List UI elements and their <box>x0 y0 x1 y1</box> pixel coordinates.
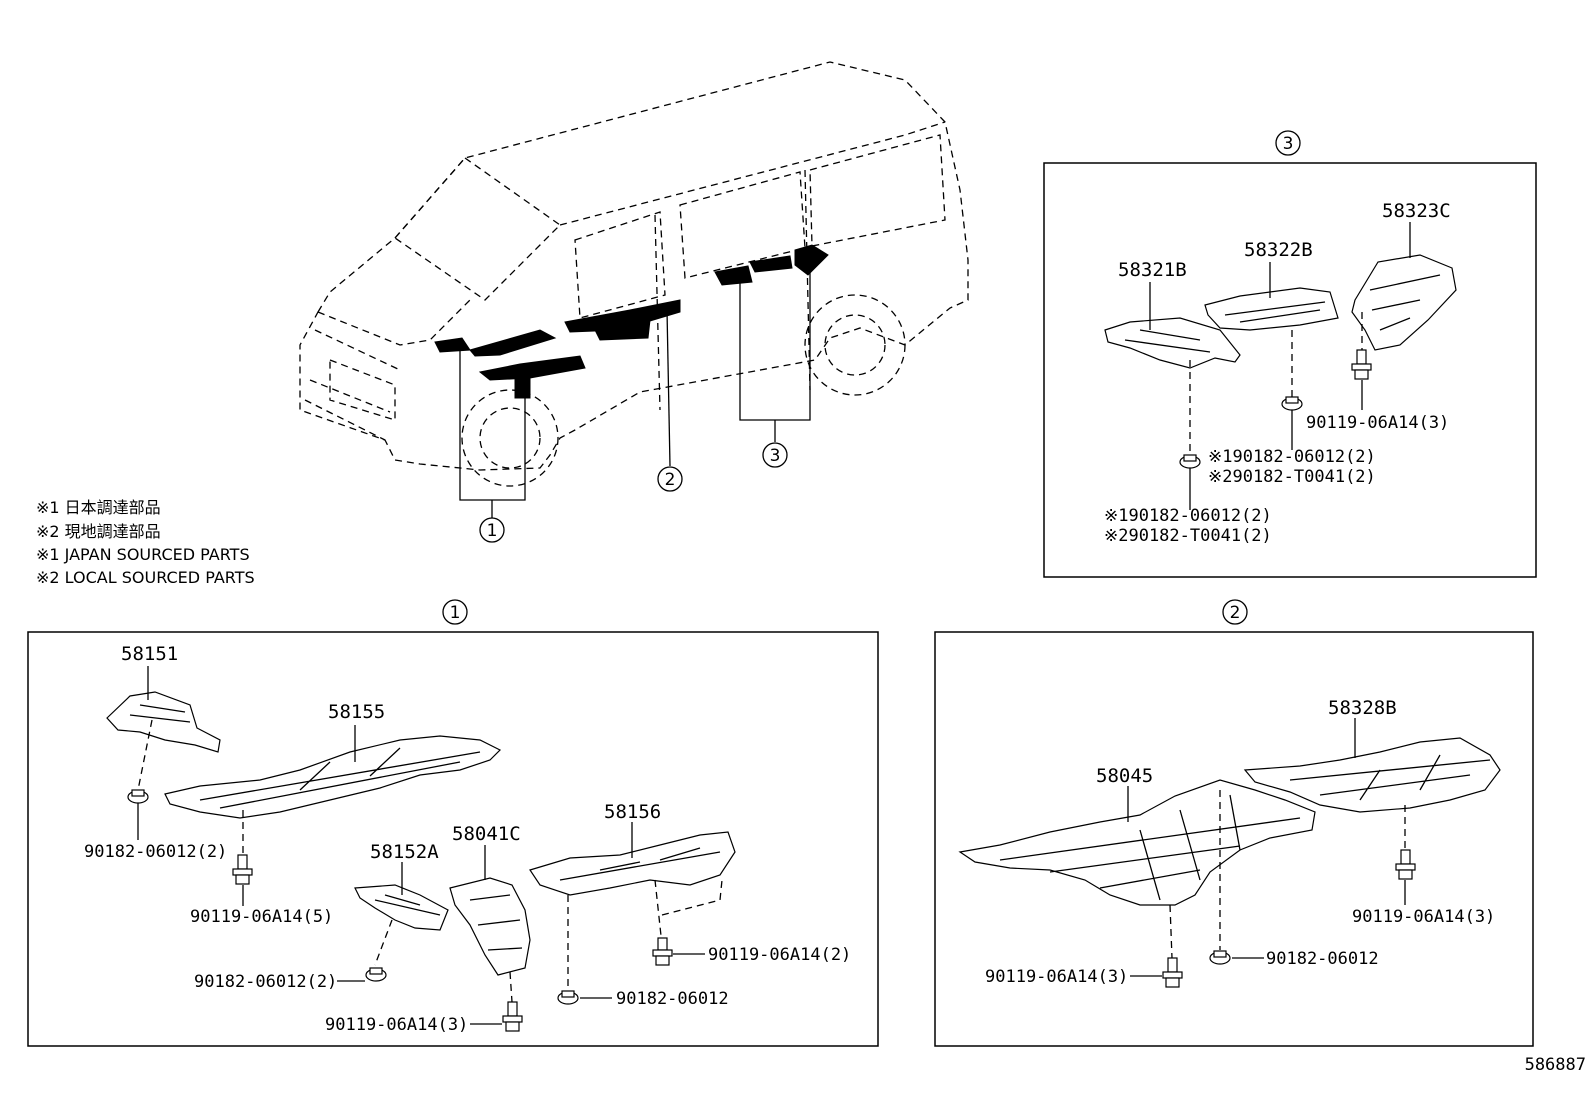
note-3: ※1 JAPAN SOURCED PARTS <box>36 545 250 564</box>
part-58328B-shape <box>1243 737 1501 813</box>
panel-2-marker: 2 <box>1230 603 1241 623</box>
label-clip-b2: ※290182-T0041(2) <box>1104 526 1272 546</box>
bolt-icon <box>1395 849 1416 880</box>
label-clip-c: 90182-06012 <box>616 989 729 1009</box>
part-58041C-shape <box>449 877 531 976</box>
bolt-icon <box>1351 349 1372 380</box>
bolt-icon <box>1162 957 1183 988</box>
view-marker-3[interactable]: 3 <box>762 442 788 468</box>
note-4: ※2 LOCAL SOURCED PARTS <box>36 568 255 587</box>
clip-icon <box>127 789 149 804</box>
sourcing-notes: ※1 日本調達部品 ※2 現地調達部品 ※1 JAPAN SOURCED PAR… <box>36 498 255 587</box>
panel-2: 2 58045 90119-06A14(3) 90182-06012 58328… <box>934 599 1534 1047</box>
part-58045-shape <box>958 779 1316 906</box>
part-58152A-shape <box>354 884 449 931</box>
svg-text:3: 3 <box>770 446 781 466</box>
label-clip-a1: ※190182-06012(2) <box>1208 447 1376 467</box>
label-bolt-b: 90119-06A14(3) <box>1352 907 1495 927</box>
label-clip-a2: ※290182-T0041(2) <box>1208 467 1376 487</box>
svg-text:2: 2 <box>665 470 676 490</box>
clip-icon <box>557 990 579 1005</box>
label-58041C: 58041C <box>452 823 521 845</box>
label-clip-b1: ※190182-06012(2) <box>1104 506 1272 526</box>
bolt-icon <box>232 854 253 885</box>
panel-3: 3 58321B 58322B 58323C ※190182-06012(2) … <box>1043 130 1537 578</box>
label-bolt-a: 90119-06A14(3) <box>985 967 1128 987</box>
bolt-icon <box>502 1001 523 1032</box>
label-clip-a: 90182-06012 <box>1266 949 1379 969</box>
label-58328B: 58328B <box>1328 697 1397 719</box>
panel-3-frame <box>1043 162 1537 578</box>
label-bolt-a: 90119-06A14(3) <box>1306 413 1449 433</box>
label-bolt-c: 90119-06A14(2) <box>708 945 851 965</box>
view-marker-1[interactable]: 1 <box>479 517 505 543</box>
note-2: ※2 現地調達部品 <box>36 522 161 541</box>
label-bolt-a: 90119-06A14(5) <box>190 907 333 927</box>
label-58155: 58155 <box>328 701 385 723</box>
figure-id: 586887 <box>1525 1055 1586 1075</box>
part-58151-shape <box>106 691 221 753</box>
panel-2-frame <box>934 631 1534 1047</box>
label-bolt-b: 90119-06A14(3) <box>325 1015 468 1035</box>
part-58321B-shape <box>1104 317 1241 369</box>
label-58045: 58045 <box>1096 765 1153 787</box>
bolt-icon <box>652 937 673 966</box>
label-58323C: 58323C <box>1382 200 1451 222</box>
panel-1: 1 58151 90182-06012(2) 58155 90119-06A14… <box>27 599 879 1047</box>
label-clip-b: 90182-06012(2) <box>194 972 337 992</box>
note-1: ※1 日本調達部品 <box>36 498 161 517</box>
van-overview <box>299 61 969 518</box>
label-58321B: 58321B <box>1118 259 1187 281</box>
clip-icon <box>1209 950 1231 965</box>
clip-icon <box>1179 454 1201 469</box>
panel-1-marker: 1 <box>450 603 461 623</box>
label-58152A: 58152A <box>370 841 439 863</box>
clip-icon <box>365 967 387 982</box>
label-58322B: 58322B <box>1244 239 1313 261</box>
panel-1-frame <box>27 631 879 1047</box>
label-58156: 58156 <box>604 801 661 823</box>
label-58151: 58151 <box>121 643 178 665</box>
view-marker-2[interactable]: 2 <box>657 466 683 492</box>
part-58323C-shape <box>1351 254 1457 351</box>
label-clip-a: 90182-06012(2) <box>84 842 227 862</box>
clip-icon <box>1281 396 1303 411</box>
panel-3-marker: 3 <box>1283 134 1294 154</box>
svg-text:1: 1 <box>487 521 498 541</box>
